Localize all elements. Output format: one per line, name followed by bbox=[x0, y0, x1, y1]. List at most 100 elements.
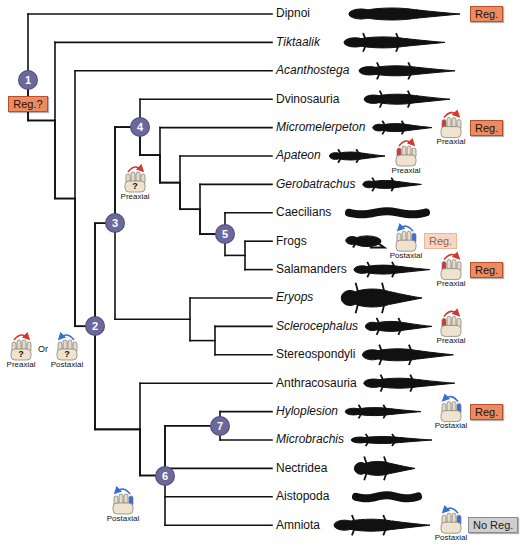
clade-number: 6 bbox=[156, 467, 174, 485]
hand-icon bbox=[441, 397, 461, 422]
axis-label: Preaxial bbox=[437, 280, 466, 289]
palm bbox=[113, 503, 133, 514]
regeneration-box: Reg.? bbox=[8, 96, 47, 112]
hand-icons bbox=[11, 113, 461, 534]
axis-label: Preaxial bbox=[392, 167, 421, 176]
question-mark: ? bbox=[132, 182, 138, 192]
animal-silhouette bbox=[364, 375, 455, 392]
branch-line bbox=[225, 255, 245, 257]
hand-icon bbox=[396, 226, 416, 251]
direction-arrow bbox=[60, 335, 74, 340]
palm bbox=[441, 269, 461, 280]
tree-connector bbox=[28, 89, 86, 326]
branch-line bbox=[225, 212, 272, 214]
branch-line bbox=[165, 524, 272, 526]
palm bbox=[441, 127, 461, 138]
direction-arrow bbox=[128, 167, 142, 172]
animal-silhouette bbox=[329, 149, 385, 163]
taxon-label: Salamanders bbox=[276, 263, 347, 276]
clade-number: 3 bbox=[106, 214, 124, 232]
clade-number: 7 bbox=[211, 417, 229, 435]
animal-silhouette bbox=[334, 515, 430, 535]
node-text: Reg. bbox=[475, 264, 498, 276]
node-text: 7 bbox=[217, 420, 223, 432]
branch-line bbox=[55, 42, 272, 44]
axis-label: Preaxial bbox=[437, 337, 466, 346]
branch-line bbox=[245, 240, 272, 242]
tree-lines bbox=[28, 14, 272, 525]
branch-line bbox=[165, 468, 272, 470]
taxon-label: Frogs bbox=[276, 235, 307, 248]
taxon-label: Stereospondyli bbox=[276, 348, 355, 361]
hand-icon bbox=[113, 489, 133, 514]
node-text: Reg. bbox=[429, 235, 452, 247]
direction-arrow bbox=[444, 397, 458, 402]
animal-silhouette bbox=[341, 283, 422, 314]
branch-line bbox=[245, 269, 272, 271]
branch-line bbox=[220, 411, 272, 413]
taxon-label: Sclerocephalus bbox=[276, 320, 358, 333]
branch-line bbox=[180, 155, 272, 157]
taxon-label: Nectridea bbox=[276, 462, 327, 475]
axis-label: Preaxial bbox=[121, 193, 150, 202]
hand-icon bbox=[441, 311, 461, 336]
regeneration-box: Reg. bbox=[470, 120, 503, 136]
palm bbox=[125, 181, 145, 192]
animal-silhouette bbox=[344, 33, 445, 52]
taxon-label: Apateon bbox=[276, 149, 321, 162]
animal-silhouette bbox=[356, 495, 418, 498]
axis-label: Postaxial bbox=[435, 422, 467, 431]
node-text: Reg.? bbox=[13, 98, 42, 110]
branch-line bbox=[190, 297, 272, 299]
node-text: 3 bbox=[112, 217, 118, 229]
regeneration-box: No Reg. bbox=[468, 517, 518, 533]
branch-line bbox=[190, 340, 215, 342]
hand-icon bbox=[125, 167, 145, 192]
palm bbox=[396, 240, 416, 251]
branch-line bbox=[220, 439, 272, 441]
tree-connector bbox=[140, 136, 216, 234]
taxon-label: Amniota bbox=[276, 519, 320, 532]
node-text: No Reg. bbox=[473, 519, 513, 531]
question-mark: ? bbox=[18, 350, 24, 360]
animal-silhouette bbox=[346, 236, 384, 248]
direction-arrow bbox=[116, 489, 130, 494]
node-text: Reg. bbox=[475, 8, 498, 20]
animal-silhouette bbox=[365, 318, 432, 335]
animal-silhouette bbox=[354, 457, 415, 481]
direction-arrow bbox=[399, 141, 413, 146]
palm bbox=[441, 522, 461, 533]
palm bbox=[57, 349, 77, 360]
taxon-label: Gerobatrachus bbox=[276, 178, 355, 191]
taxon-label: Aistopoda bbox=[276, 490, 329, 503]
axis-label: Postaxial bbox=[107, 515, 139, 524]
clade-number: 5 bbox=[216, 225, 234, 243]
node-text: 4 bbox=[137, 121, 143, 133]
axis-label: Postaxial bbox=[51, 361, 83, 370]
regeneration-box: Reg. bbox=[470, 262, 503, 278]
hand-icon bbox=[396, 141, 416, 166]
silhouettes bbox=[329, 8, 460, 535]
branch-line bbox=[215, 354, 272, 356]
node-text: 6 bbox=[162, 470, 168, 482]
hand-icon bbox=[441, 508, 461, 533]
regeneration-box: Reg. bbox=[424, 233, 457, 249]
animal-silhouette bbox=[359, 62, 455, 79]
animal-silhouette bbox=[373, 121, 432, 135]
taxon-label: Caecilians bbox=[276, 206, 331, 219]
node-text: Reg. bbox=[475, 122, 498, 134]
node-text: Reg. bbox=[475, 406, 498, 418]
axis-label: Postaxial bbox=[435, 534, 467, 543]
palm bbox=[441, 411, 461, 422]
animal-silhouette bbox=[364, 91, 450, 108]
animal-silhouette bbox=[349, 211, 426, 214]
branch-line bbox=[115, 318, 190, 320]
branch-line bbox=[214, 326, 216, 354]
taxon-label: Dvinosauria bbox=[276, 93, 339, 106]
hand-icon bbox=[57, 335, 77, 360]
clade-number: 2 bbox=[86, 317, 104, 335]
taxon-label: Micromelerpeton bbox=[276, 121, 365, 134]
node-text: 1 bbox=[25, 74, 31, 86]
